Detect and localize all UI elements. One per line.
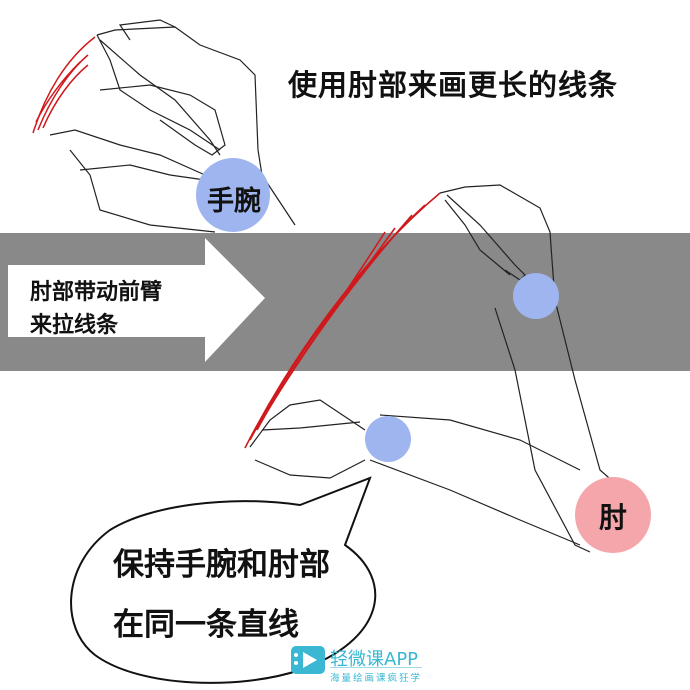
elbow-circle bbox=[575, 477, 651, 553]
wrist-label: 手腕 bbox=[207, 186, 261, 217]
short-red-strokes bbox=[32, 36, 96, 134]
speech-bubble-line2: 在同一条直线 bbox=[113, 607, 299, 643]
elbow-label: 肘 bbox=[598, 501, 627, 534]
speech-bubble-text: 保持手腕和肘部 在同一条直线 bbox=[113, 535, 330, 655]
wrist-hand-sketch bbox=[49, 19, 296, 233]
long-red-strokes bbox=[244, 192, 441, 449]
arm-sketch bbox=[249, 184, 641, 553]
speech-bubble-line1: 保持手腕和肘部 bbox=[113, 547, 330, 583]
lower-wrist-circle bbox=[365, 416, 411, 462]
forearm-wrist-circle bbox=[513, 273, 559, 319]
arrow-label-line2: 来拉线条 bbox=[30, 313, 119, 338]
arrow-label-line1: 肘部带动前臂 bbox=[30, 280, 163, 305]
watermark-logo-icon bbox=[291, 646, 325, 674]
wrist-circle bbox=[196, 158, 270, 232]
speech-bubble bbox=[70, 476, 377, 684]
arrow-shape bbox=[8, 238, 265, 362]
watermark-name: 轻微课APP bbox=[330, 649, 419, 670]
watermark-slogan: 海量绘画课疯狂学 bbox=[330, 673, 423, 684]
watermark-divider bbox=[330, 667, 422, 668]
page-title: 使用肘部来画更长的线条 bbox=[288, 68, 619, 102]
arrow-label: 肘部带动前臂 来拉线条 bbox=[30, 276, 162, 342]
